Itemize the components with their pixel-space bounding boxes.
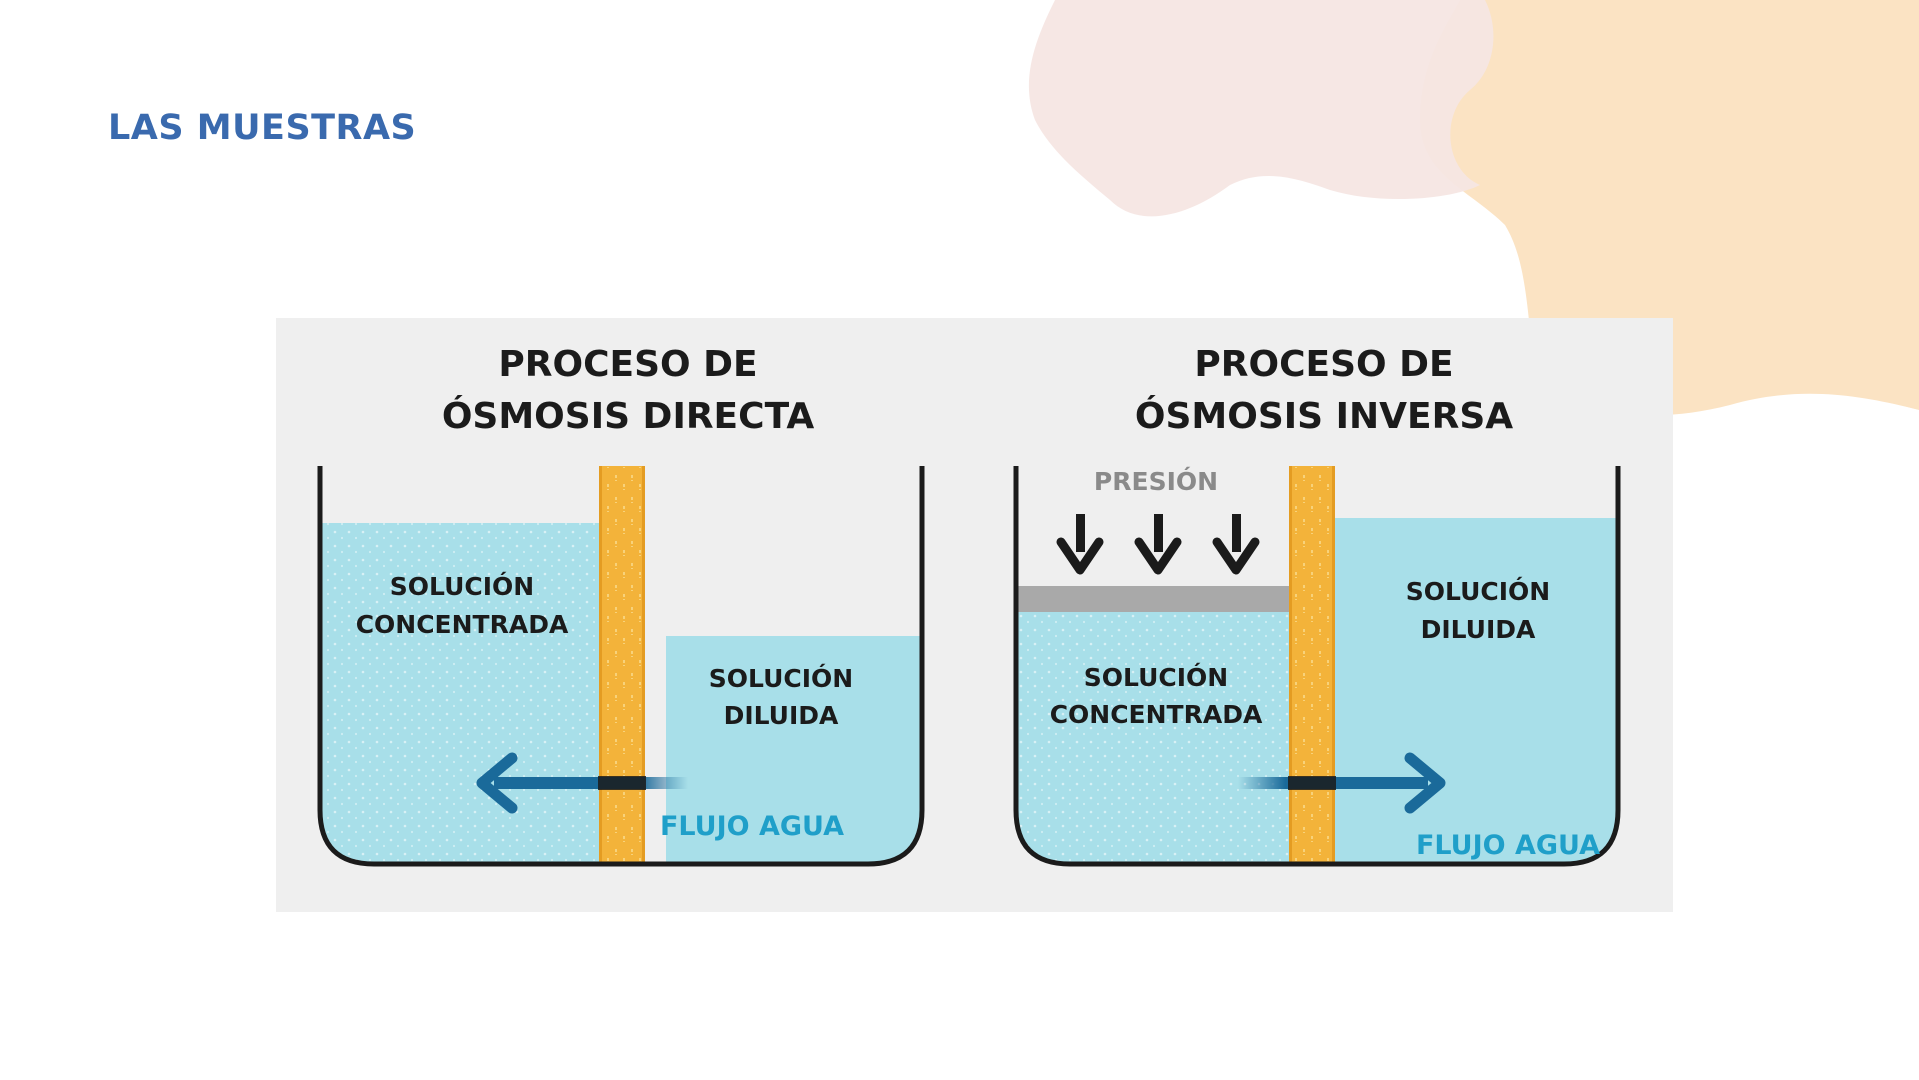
direct-membrane: [599, 466, 645, 862]
direct-tank-contents: [320, 523, 922, 864]
inverse-concentrated-label-line1: SOLUCIÓN: [1084, 662, 1228, 692]
direct-diluted-water: [666, 636, 922, 864]
inverse-flow-arrow: [1238, 752, 1446, 814]
pressure-arrow-down-icon: [1056, 514, 1104, 575]
direct-flow-arrow: [476, 752, 688, 814]
slide-title: LAS MUESTRAS: [108, 108, 417, 148]
inverse-title-line2: ÓSMOSIS INVERSA: [1135, 395, 1513, 437]
pressure-arrow-down-icon: [1212, 514, 1260, 575]
direct-diluted-label-line1: SOLUCIÓN: [709, 663, 853, 693]
direct-flow-label: FLUJO AGUA: [660, 811, 844, 842]
inverse-osmosis-section: PROCESO DE ÓSMOSIS INVERSA PRESIÓN: [1013, 344, 1621, 867]
inverse-membrane: [1289, 466, 1335, 862]
osmosis-diagram: PROCESO DE ÓSMOSIS DIRECTA SOLUCIÓN CONC…: [276, 318, 1673, 912]
inverse-tank-contents: [1016, 518, 1618, 864]
inverse-diluted-label-line1: SOLUCIÓN: [1406, 576, 1550, 606]
direct-osmosis-section: PROCESO DE ÓSMOSIS DIRECTA SOLUCIÓN CONC…: [317, 344, 925, 867]
direct-concentrated-label-line1: SOLUCIÓN: [390, 571, 534, 601]
pressure-arrows: [1056, 514, 1260, 575]
pressure-arrow-down-icon: [1134, 514, 1182, 575]
inverse-title-line1: PROCESO DE: [1194, 344, 1453, 385]
osmosis-diagram-svg: PROCESO DE ÓSMOSIS DIRECTA SOLUCIÓN CONC…: [317, 344, 1621, 867]
inverse-piston-plate: [1016, 586, 1289, 612]
direct-concentrated-label-line2: CONCENTRADA: [356, 610, 569, 639]
inverse-concentrated-label-line2: CONCENTRADA: [1050, 700, 1263, 729]
inverse-pressure-label: PRESIÓN: [1094, 466, 1218, 496]
inverse-diluted-label-line2: DILUIDA: [1421, 615, 1536, 644]
inverse-diluted-water: [1332, 518, 1618, 864]
direct-diluted-label-line2: DILUIDA: [724, 701, 839, 730]
inverse-tank-outline: [1013, 466, 1621, 867]
inverse-flow-label: FLUJO AGUA: [1416, 830, 1600, 861]
direct-title-line2: ÓSMOSIS DIRECTA: [442, 395, 815, 437]
direct-tank-outline: [317, 466, 925, 867]
pink-blob: [1028, 0, 1494, 217]
peach-blob: [1420, 0, 1919, 416]
direct-title-line1: PROCESO DE: [498, 344, 757, 385]
